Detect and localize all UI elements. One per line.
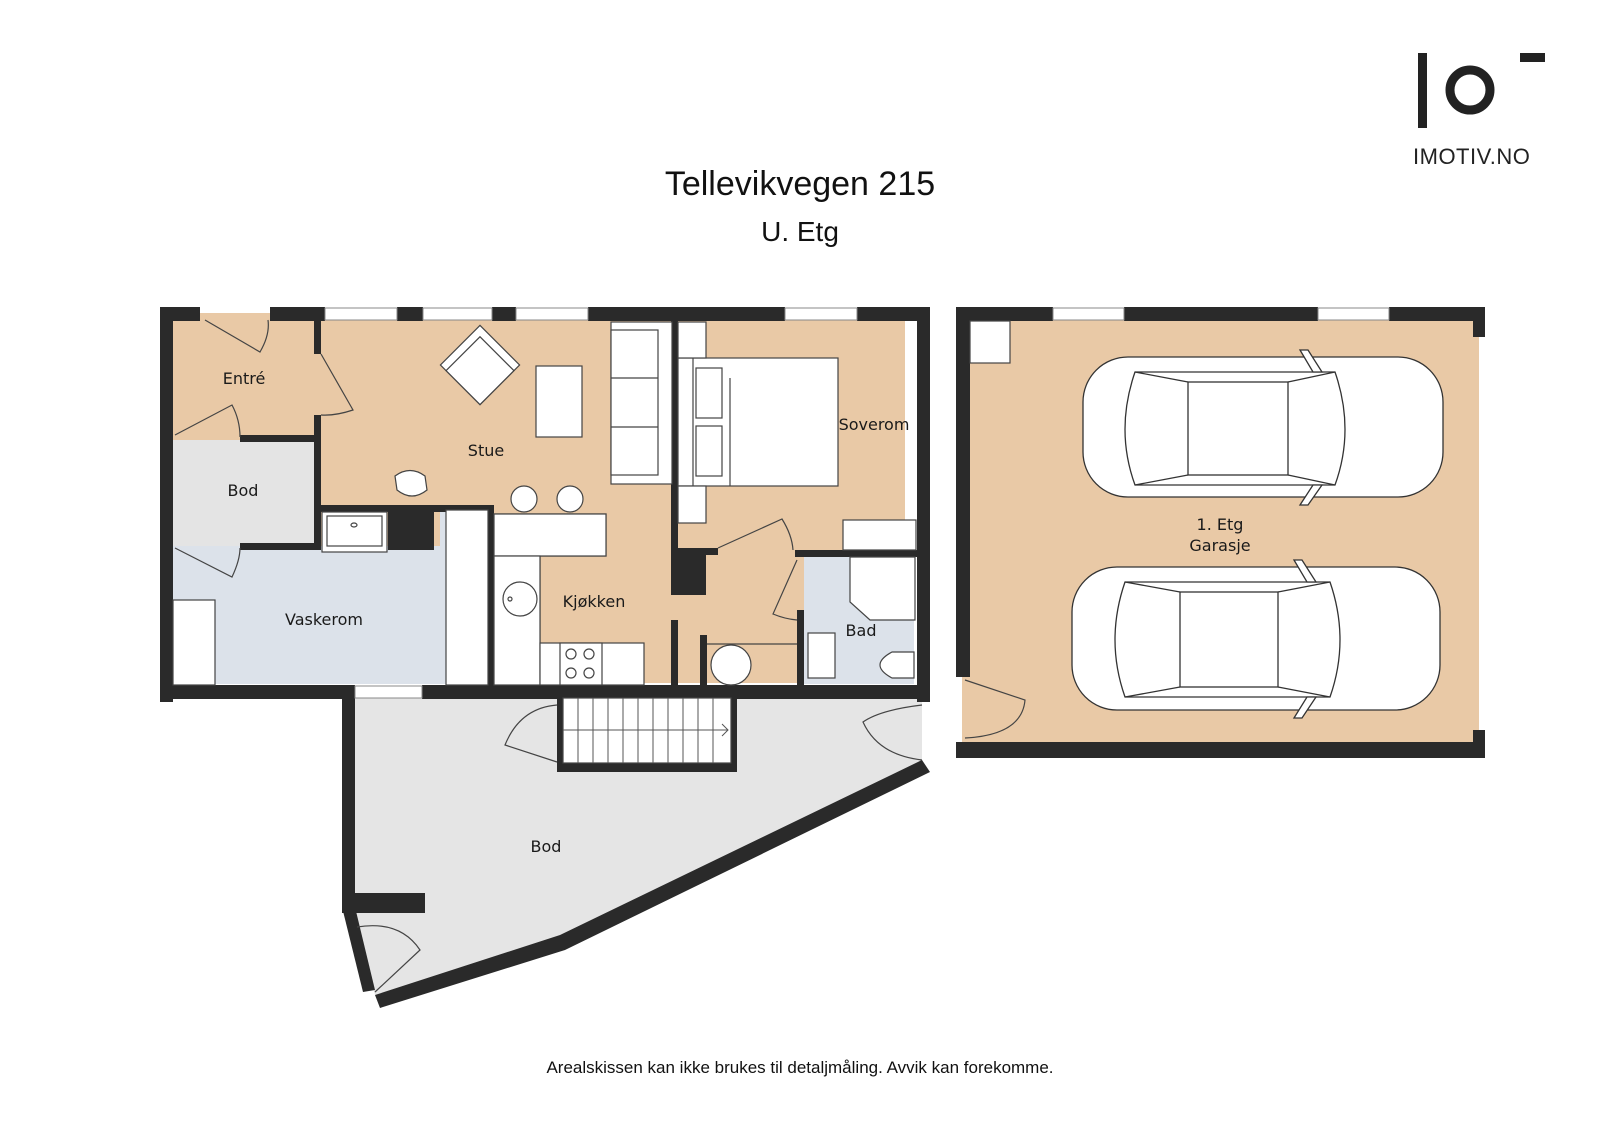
cars: [1071, 349, 1444, 719]
room-label-entre: Entré: [223, 369, 266, 388]
sink-icon: [502, 581, 538, 617]
cabinet-icon: [172, 599, 216, 686]
logo-text: IMOTIV.NO: [1413, 144, 1531, 169]
garage-box-icon: [969, 320, 1011, 364]
room-label-soverom: Soverom: [839, 415, 910, 434]
stool-icon: [556, 485, 584, 513]
windows: [324, 307, 1390, 699]
toilet-icon: [879, 651, 915, 679]
walls: [160, 307, 1485, 1008]
door-stue-icon: [320, 353, 354, 416]
imotiv-logo-icon: [1410, 50, 1560, 170]
room-label-kjokken: Kjøkken: [563, 592, 626, 611]
room-label-stue: Stue: [468, 441, 504, 460]
chair-icon: [394, 469, 428, 497]
armchair-icon: [439, 324, 521, 406]
furniture: [172, 320, 1011, 764]
door-garage-icon: [964, 679, 1026, 739]
room-label-bad: Bad: [846, 621, 877, 640]
cabinet-icon: [445, 509, 489, 686]
door-entry-icon: [204, 319, 269, 353]
room-label-garage: Garasje: [1189, 536, 1250, 555]
room-label-bod-lower: Bod: [531, 837, 562, 856]
door-outer-icon: [862, 704, 923, 761]
round-item-icon: [710, 644, 752, 686]
room-label-bod-upper: Bod: [228, 481, 259, 500]
door-bod-lower-icon: [356, 925, 421, 993]
room-label-garage-floor: 1. Etg: [1197, 515, 1244, 534]
stove-icon: [559, 642, 603, 686]
door-soverom-icon: [717, 518, 794, 551]
disclaimer-text: Arealskissen kan ikke brukes til detaljm…: [546, 1058, 1054, 1077]
door-bod-icon: [174, 404, 241, 438]
floor-bod-lower: [352, 697, 922, 995]
stool-icon: [510, 485, 538, 513]
coffee-table-icon: [535, 365, 583, 438]
bath-sink-icon: [807, 632, 836, 679]
door-vaskerom-icon: [174, 547, 241, 578]
doors: [174, 319, 1026, 993]
page-title: Tellevikvegen 215: [664, 165, 936, 203]
floor-vaskerom: [172, 546, 490, 684]
door-stairs-icon: [504, 704, 558, 763]
door-bad-icon: [772, 559, 798, 621]
car-icon: [1082, 349, 1444, 506]
floor-subtitle: U. Etg: [761, 216, 839, 247]
car-icon: [1071, 559, 1441, 719]
room-label-vaskerom: Vaskerom: [285, 610, 363, 629]
dresser-icon: [842, 519, 917, 551]
stair-steps: [563, 698, 729, 763]
shower-icon: [849, 556, 916, 621]
floor-bod-upper: [172, 440, 314, 546]
